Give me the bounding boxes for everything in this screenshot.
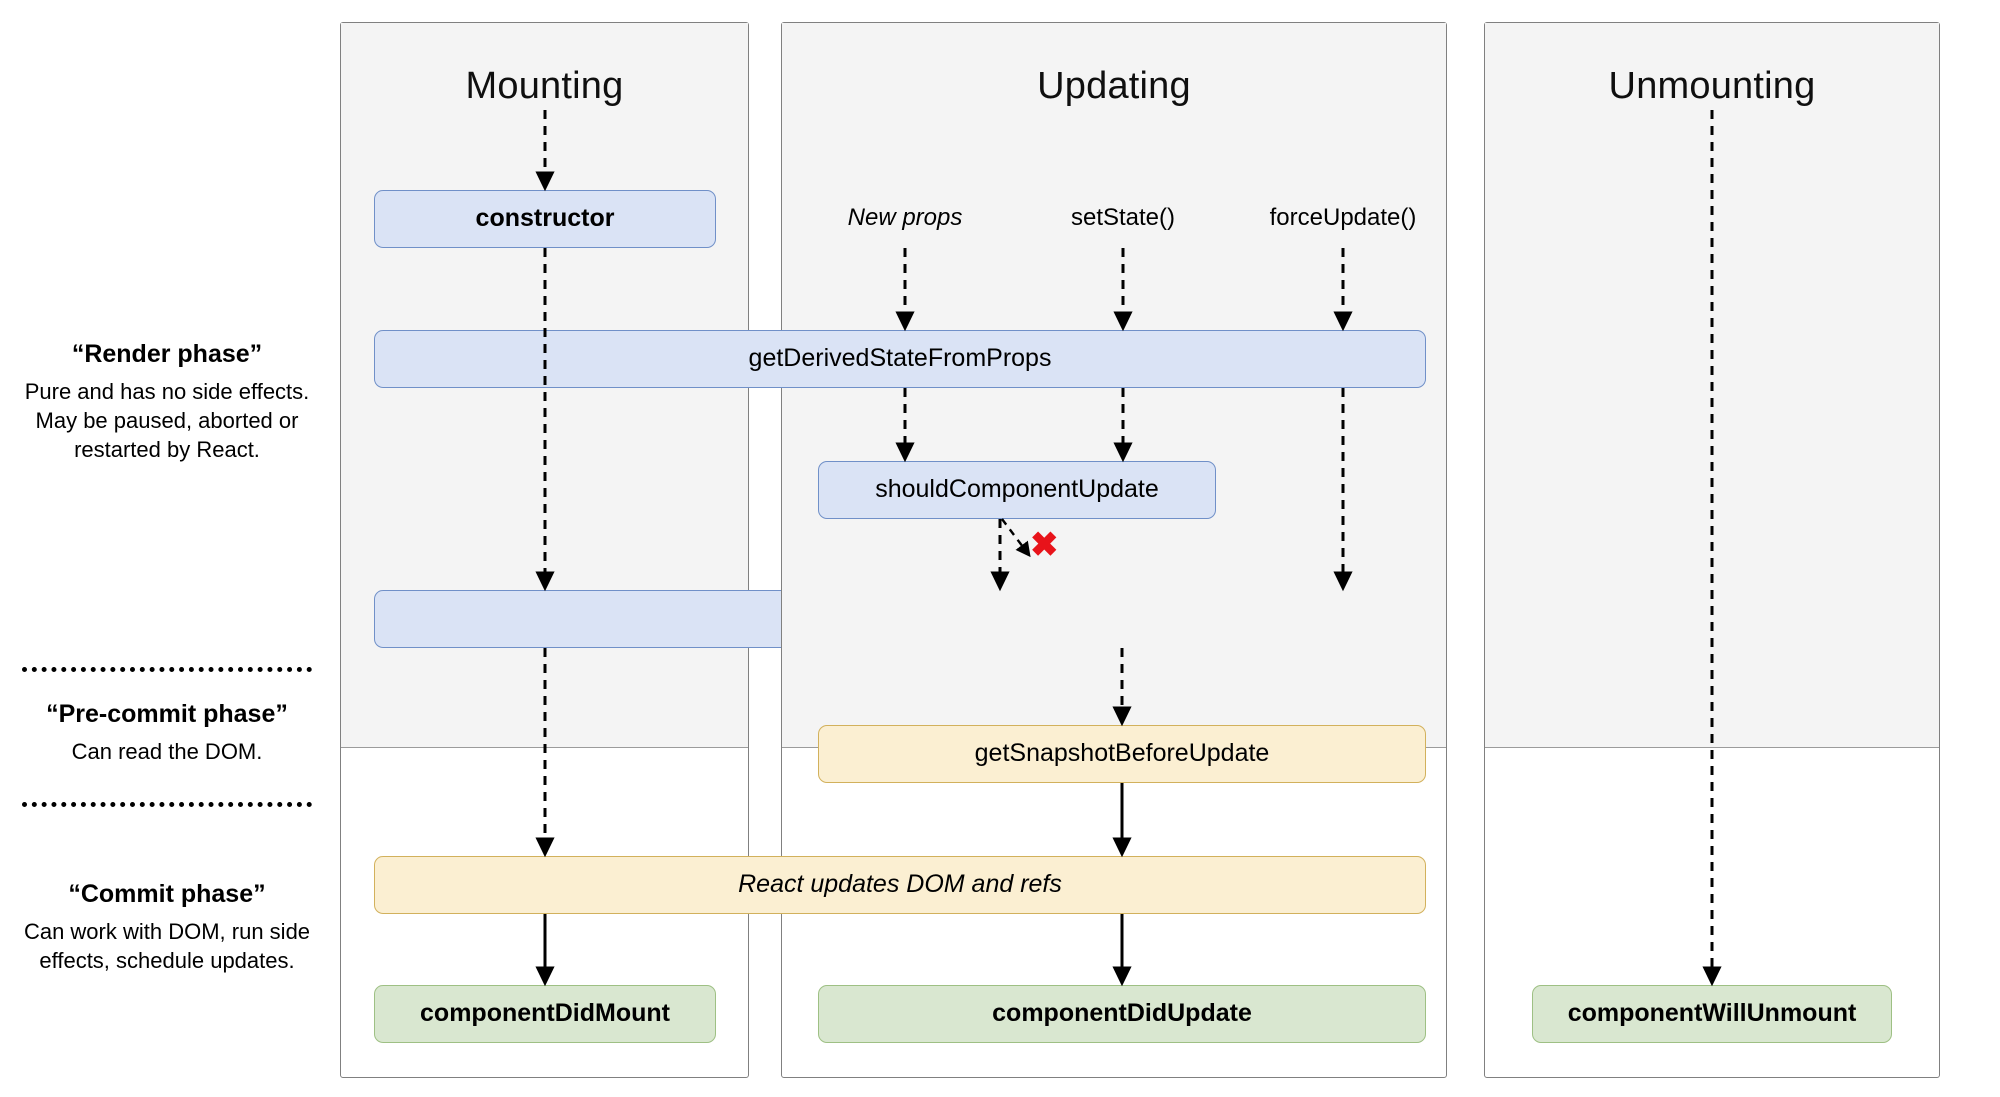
legend-commit-phase-body: Can work with DOM, run side effects, sch… <box>23 919 311 974</box>
legend-render-phase-title: “Render phase” <box>71 340 263 368</box>
column-unmounting-title: Unmounting <box>1608 65 1816 107</box>
box-component-will-unmount[interactable]: componentWillUnmount <box>1532 985 1892 1043</box>
trigger-set-state: setState() <box>1070 204 1176 231</box>
box-react-updates-dom-and-refs[interactable]: React updates DOM and refs <box>374 856 1426 914</box>
column-mounting-title: Mounting <box>465 65 624 107</box>
trigger-new-props: New props <box>847 204 963 231</box>
legend-commit-phase: “Commit phase” Can work with DOM, run si… <box>12 880 322 975</box>
box-should-component-update[interactable]: shouldComponentUpdate <box>818 461 1216 519</box>
box-get-snapshot-before-update[interactable]: getSnapshotBeforeUpdate <box>818 725 1426 783</box>
box-component-did-mount[interactable]: componentDidMount <box>374 985 716 1043</box>
abort-cross-icon: ✖ <box>1030 526 1059 564</box>
legend-pre-commit-phase-body: Can read the DOM. <box>71 739 263 764</box>
column-unmounting: Unmounting <box>1484 22 1940 1078</box>
column-mounting: Mounting <box>340 22 749 1078</box>
column-unmounting-render-region <box>1485 23 1939 748</box>
trigger-force-update: forceUpdate() <box>1269 204 1417 231</box>
legend-divider-bottom <box>22 802 312 807</box>
legend-render-phase-body: Pure and has no side effects. May be pau… <box>24 379 310 463</box>
box-component-did-update[interactable]: componentDidUpdate <box>818 985 1426 1043</box>
column-updating: Updating <box>781 22 1447 1078</box>
legend-commit-phase-title: “Commit phase” <box>68 880 266 908</box>
legend-pre-commit-phase-title: “Pre-commit phase” <box>46 700 288 728</box>
box-get-derived-state-from-props[interactable]: getDerivedStateFromProps <box>374 330 1426 388</box>
legend-render-phase: “Render phase” Pure and has no side effe… <box>12 340 322 464</box>
box-constructor[interactable]: constructor <box>374 190 716 248</box>
legend-pre-commit-phase: “Pre-commit phase” Can read the DOM. <box>12 700 322 766</box>
column-updating-title: Updating <box>1037 65 1191 107</box>
legend-divider-top <box>22 667 312 672</box>
